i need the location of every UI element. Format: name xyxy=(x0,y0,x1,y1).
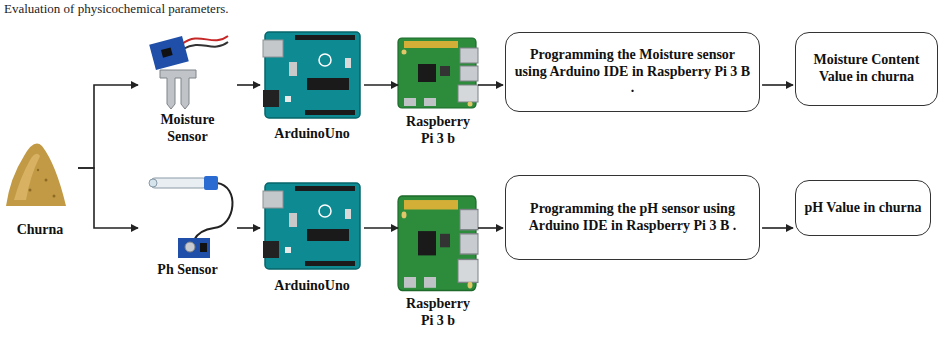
flow-arrow xyxy=(762,227,793,229)
flow-arrow xyxy=(364,84,398,86)
process-box: pH Value in churna xyxy=(795,180,931,236)
moisture-sensor-picture xyxy=(149,36,189,70)
churna-powder xyxy=(14,154,40,200)
box-text: Programming the pH sensor using Arduino … xyxy=(514,201,751,235)
flow-arrow xyxy=(364,227,398,229)
ph-sensor-picture xyxy=(194,183,232,240)
churna-powder xyxy=(29,189,32,192)
raspberry-pi-board xyxy=(398,196,478,291)
figure-caption: Raspberry Pi 3 b xyxy=(400,114,476,148)
component-figure: ArduinoUno xyxy=(262,30,362,145)
flow-arrow xyxy=(478,84,503,86)
component-figure: Churna xyxy=(4,130,76,241)
component-label: Moisture Sensor xyxy=(140,112,235,146)
component-label: Raspberry Pi 3 b xyxy=(400,296,476,330)
box-text: Moisture Content Value in churna xyxy=(804,52,929,86)
component-figure: ArduinoUno xyxy=(262,180,362,297)
ph-sensor-picture xyxy=(185,242,195,252)
component-figure: Moisture Sensor xyxy=(140,30,235,148)
box-label: Programming the pH sensor using Arduino … xyxy=(514,201,751,235)
ph-sensor-picture xyxy=(149,176,232,258)
moisture-sensor-picture xyxy=(182,36,228,44)
churna-powder xyxy=(6,144,66,206)
process-box: Moisture Content Value in churna xyxy=(795,32,938,106)
figure-caption: Ph Sensor xyxy=(140,262,235,279)
churna-powder xyxy=(37,169,39,171)
process-box: Programming the pH sensor using Arduino … xyxy=(505,175,760,260)
churna-powder xyxy=(6,144,66,206)
box-text: Programming the Moisture sensor using Ar… xyxy=(514,47,751,97)
ph-sensor-picture xyxy=(204,176,218,190)
heading-note: Evaluation of physicochemical parameters… xyxy=(4,1,229,17)
ph-sensor-picture xyxy=(200,243,207,252)
figure-caption: Churna xyxy=(4,222,76,239)
arduino-board xyxy=(263,183,360,269)
arduino-board xyxy=(263,32,360,118)
component-label: Churna xyxy=(4,222,76,239)
flow-arrow xyxy=(78,168,138,228)
box-label: pH Value in churna xyxy=(804,200,921,217)
ph-sensor-picture xyxy=(150,178,208,188)
component-figure: Raspberry Pi 3 b xyxy=(400,180,476,332)
moisture-sensor-picture xyxy=(160,70,196,109)
component-figure: Ph Sensor xyxy=(140,172,235,281)
process-box: Programming the Moisture sensor using Ar… xyxy=(505,32,760,112)
figure-caption: Moisture Sensor xyxy=(140,112,235,146)
flow-arrow xyxy=(762,84,793,86)
raspberry-pi-board xyxy=(398,38,478,108)
component-label: Raspberry Pi 3 b xyxy=(400,114,476,148)
figure-caption: Raspberry Pi 3 b xyxy=(400,296,476,330)
flow-arrow xyxy=(78,85,138,168)
moisture-sensor-picture xyxy=(161,47,173,57)
box-label: Programming the Moisture sensor using Ar… xyxy=(514,47,751,97)
flow-arrow xyxy=(237,227,260,229)
flow-arrow xyxy=(478,227,503,229)
box-text: pH Value in churna xyxy=(804,200,921,217)
component-label: ArduinoUno xyxy=(262,278,362,295)
component-label: ArduinoUno xyxy=(262,126,362,143)
churna-powder xyxy=(53,195,56,198)
figure-caption: ArduinoUno xyxy=(262,278,362,295)
flow-arrow xyxy=(237,84,260,86)
ph-sensor-picture xyxy=(149,179,157,187)
box-label: Moisture Content Value in churna xyxy=(804,52,929,86)
ph-sensor-picture xyxy=(178,238,210,258)
moisture-sensor-picture xyxy=(149,36,228,109)
churna-powder xyxy=(45,179,48,182)
moisture-sensor-picture xyxy=(183,42,228,49)
component-label: Ph Sensor xyxy=(140,262,235,279)
figure-caption: ArduinoUno xyxy=(262,126,362,143)
component-figure: Raspberry Pi 3 b xyxy=(400,30,476,150)
